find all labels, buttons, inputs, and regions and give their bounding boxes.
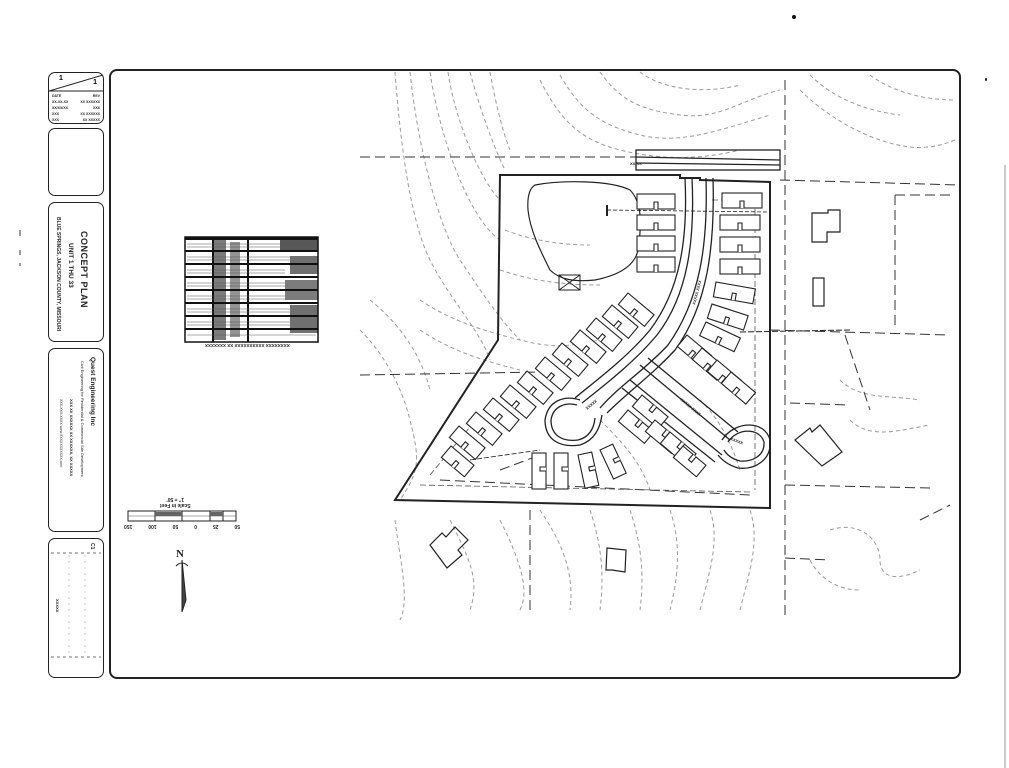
svg-text:XXXXX XXXX: XXXXX XXXX <box>691 279 702 305</box>
sheet-total: 1 <box>93 79 97 86</box>
main-street <box>574 177 739 463</box>
existing-houses <box>429 209 843 573</box>
title-block-seal <box>48 128 104 196</box>
cul-de-sac-west <box>544 397 603 447</box>
outlet-structure <box>558 274 581 291</box>
legend-caption: XXXXXXXX XXXXXXXXXX XX XXXXXXX <box>205 343 290 348</box>
scan-speck <box>792 15 796 19</box>
north-arrow-icon <box>175 559 189 613</box>
svg-text:XXXXX: XXXXX <box>730 436 745 445</box>
entrance-road <box>635 149 781 171</box>
subdivision-boundary <box>393 174 771 510</box>
lots-southeast-row <box>617 334 757 478</box>
cul-de-sac-east <box>717 424 771 469</box>
firm-address: XXX XX XXXXXX XX XXXXXX, XX XXXXX <box>69 399 74 477</box>
firm-name: Quest Engineering Inc <box>89 357 96 426</box>
sheet-label: XXXXX <box>55 599 60 613</box>
lots-south-row <box>531 443 627 490</box>
sheet-id: C1 <box>89 543 95 550</box>
svg-text:XX XX: XX XX <box>630 161 642 166</box>
project-title: CONCEPT PLAN <box>79 231 89 309</box>
scan-mark <box>19 263 21 266</box>
firm-contact: XXX-XXX-XXXX www.XXXXXXXXXXX.com <box>59 399 63 468</box>
scale-bar <box>127 510 237 522</box>
scale-ticks: 50 25 0 50 100 150 <box>124 523 240 529</box>
lots-north-column <box>636 193 676 273</box>
firm-tagline: Civil Engineering for Residential & Comm… <box>80 361 85 477</box>
lots-east-column <box>698 192 763 353</box>
project-location: BLUE SPRINGS, JACKSON COUNTY, MISSOURI <box>55 217 61 332</box>
scan-speck <box>985 78 987 81</box>
detention-basin <box>527 181 642 282</box>
scale-title: Scale in Feet 1" = 50' <box>160 496 191 508</box>
north-label: N <box>176 548 184 560</box>
sheet-number: 1 <box>59 75 63 82</box>
title-block-firm: Quest Engineering Inc Civil Engineering … <box>48 348 104 532</box>
contour-lines <box>359 71 956 621</box>
title-block-sheet: C1 XXXXX <box>48 538 104 678</box>
drawing-border <box>109 69 961 679</box>
title-block-project: CONCEPT PLAN UNIT 1 THU 33 BLUE SPRINGS,… <box>48 202 104 342</box>
property-lines <box>359 80 961 620</box>
legend-table <box>184 236 319 343</box>
project-subtitle: UNIT 1 THU 33 <box>67 243 74 288</box>
lots-northwest-row <box>440 292 655 478</box>
scan-mark <box>19 250 21 255</box>
scan-mark <box>19 230 21 236</box>
